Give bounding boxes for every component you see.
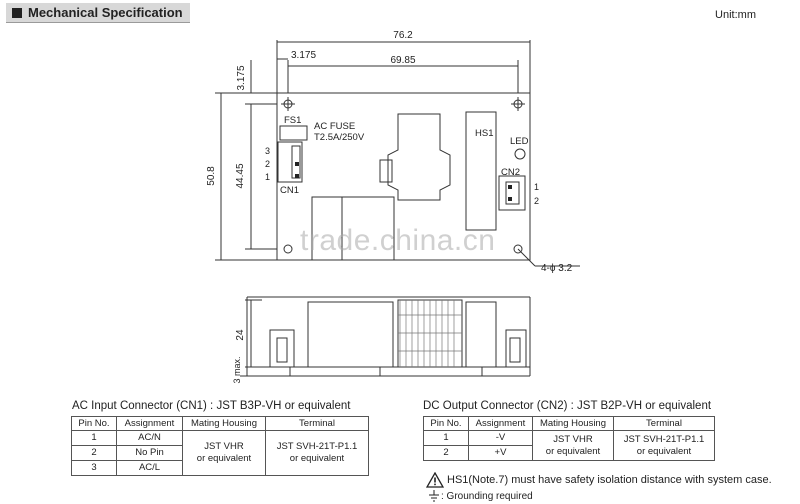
warning-icon [426, 472, 444, 488]
dim-height: 50.8 [206, 166, 217, 186]
dim-holes: 4-ϕ 3.2 [541, 263, 573, 274]
label-cn1: CN1 [280, 185, 299, 196]
dim-overall-width: 76.2 [393, 30, 413, 41]
ac-assign-1: AC/N [116, 430, 183, 446]
ac-terminal-line1: JST SVH-21T-P1.1 [276, 441, 358, 452]
ac-header-terminal: Terminal [265, 416, 369, 431]
dim-max-pin: 3 max. [232, 356, 242, 383]
dc-header-pin: Pin No. [423, 416, 469, 431]
cn2-pin-1: 1 [534, 182, 539, 192]
ac-terminal-line2: or equivalent [289, 453, 345, 464]
label-led: LED [510, 136, 529, 147]
label-fs1: FS1 [284, 115, 301, 126]
ground-note: : Grounding required [428, 490, 533, 502]
dc-header-housing: Mating Housing [532, 416, 614, 431]
cn1-pin-2: 2 [265, 159, 270, 169]
section-title-bar: Mechanical Specification [6, 3, 190, 23]
dc-connector-table: Pin No. Assignment Mating Housing Termin… [423, 416, 715, 461]
dc-terminal-cell: JST SVH-21T-P1.1 or equivalent [613, 430, 715, 461]
cn1-pin-1: 1 [265, 172, 270, 182]
label-fuse-rating: T2.5A/250V [314, 132, 365, 143]
label-ac-fuse: AC FUSE [314, 121, 355, 132]
cn2-pin-2: 2 [534, 196, 539, 206]
ac-pin-2: 2 [71, 445, 117, 461]
dim-side-height: 24 [235, 329, 246, 341]
ac-pin-3: 3 [71, 460, 117, 476]
ac-header-housing: Mating Housing [182, 416, 266, 431]
ac-assign-3: AC/L [116, 460, 183, 476]
dc-table-caption: DC Output Connector (CN2) : JST B2P-VH o… [423, 400, 712, 412]
dc-pin-1: 1 [423, 430, 469, 446]
board-outline-top [276, 92, 531, 261]
ac-header-pin: Pin No. [71, 416, 117, 431]
label-hs1: HS1 [475, 128, 493, 139]
dc-header-assignment: Assignment [468, 416, 533, 431]
cn1-pin-3: 3 [265, 146, 270, 156]
ground-note-text: : Grounding required [441, 490, 533, 502]
ground-icon [429, 490, 439, 502]
dc-pin-2: 2 [423, 445, 469, 461]
ac-housing-line2: or equivalent [196, 453, 252, 464]
dc-housing-line2: or equivalent [545, 445, 601, 457]
bullet-square-icon [12, 7, 22, 18]
ac-table-caption: AC Input Connector (CN1) : JST B3P-VH or… [72, 400, 351, 412]
ac-housing-line1: JST VHR [204, 441, 244, 452]
hs1-note: HS1(Note.7) must have safety isolation d… [426, 472, 772, 488]
ac-assign-2: No Pin [116, 445, 183, 461]
unit-label: Unit:mm [715, 9, 756, 21]
dim-top-offset: 3.175 [236, 65, 247, 90]
section-title: Mechanical Specification [28, 5, 183, 20]
ac-header-assignment: Assignment [116, 416, 183, 431]
dc-terminal-line1: JST SVH-21T-P1.1 [623, 433, 705, 445]
dc-header-terminal: Terminal [613, 416, 715, 431]
dc-assign-1: -V [468, 430, 533, 446]
dc-housing-line1: JST VHR [553, 433, 593, 445]
label-cn2: CN2 [501, 167, 520, 178]
ac-terminal-cell: JST SVH-21T-P1.1 or equivalent [265, 430, 369, 476]
ac-housing-cell: JST VHR or equivalent [182, 430, 266, 476]
dim-hole-spacing: 69.85 [390, 55, 415, 66]
watermark: trade.china.cn [300, 224, 496, 257]
dc-terminal-line2: or equivalent [636, 445, 692, 457]
dc-housing-cell: JST VHR or equivalent [532, 430, 614, 461]
mechanical-drawing: 76.2 3.175 69.85 3.175 50.8 44.45 4-ϕ 3.… [206, 30, 580, 384]
ac-pin-1: 1 [71, 430, 117, 446]
ac-connector-table: Pin No. Assignment Mating Housing Termin… [71, 416, 369, 476]
dim-hole-offset: 3.175 [291, 50, 316, 61]
dc-assign-2: +V [468, 445, 533, 461]
dim-hole-height: 44.45 [235, 163, 246, 188]
hs1-note-text: HS1(Note.7) must have safety isolation d… [447, 474, 772, 486]
